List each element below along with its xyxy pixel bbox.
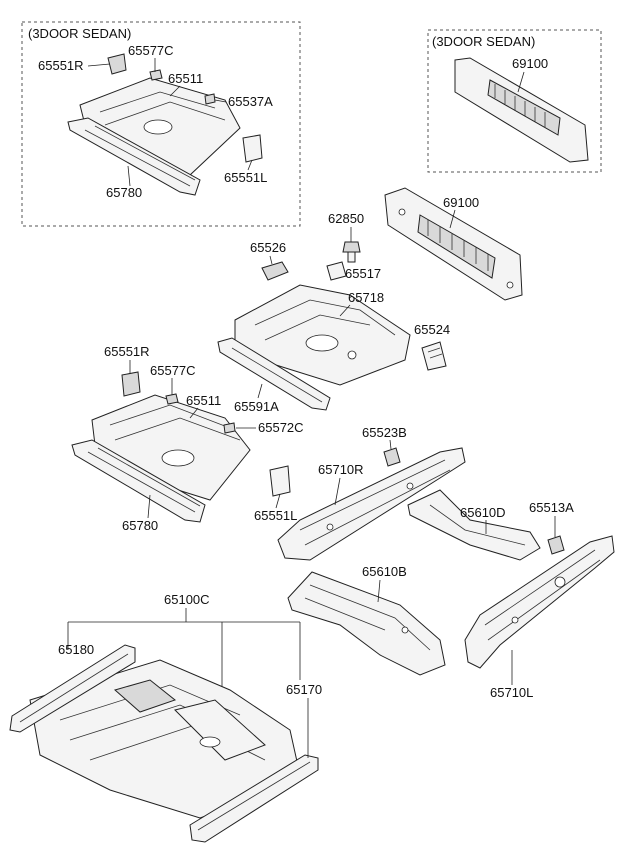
rear-floor-65718 bbox=[217, 284, 411, 411]
label-65511: 65511 bbox=[186, 393, 221, 408]
bracket-65517 bbox=[326, 261, 347, 281]
side-sill-65170 bbox=[189, 754, 319, 843]
side-sill-65180 bbox=[9, 644, 136, 733]
label-65577C: 65577C bbox=[150, 363, 196, 378]
sedan-3door-box-right-title: (3DOOR SEDAN) bbox=[432, 34, 535, 49]
label-62850: 62850 bbox=[328, 211, 364, 226]
sedan-3door-box-left bbox=[21, 21, 301, 227]
sedan-3door-box-left-title: (3DOOR SEDAN) bbox=[28, 26, 131, 41]
label-65610D: 65610D bbox=[460, 505, 506, 520]
rear-panel-69100 bbox=[384, 187, 523, 301]
front-floor-65100C bbox=[29, 659, 301, 819]
label-65513A: 65513A bbox=[529, 500, 574, 515]
label-65718: 65718 bbox=[348, 290, 384, 305]
rear-floor-65511 bbox=[71, 371, 291, 523]
label-65710R: 65710R bbox=[318, 462, 364, 477]
bracket-65526 bbox=[261, 261, 289, 281]
label-box-69100: 69100 bbox=[512, 56, 548, 71]
label-65526: 65526 bbox=[250, 240, 286, 255]
box-rear-panel-group bbox=[454, 57, 589, 163]
label-65517: 65517 bbox=[345, 266, 381, 281]
bracket-65523B bbox=[383, 447, 401, 467]
floor-panel-65610B bbox=[287, 571, 446, 676]
label-65170: 65170 bbox=[286, 682, 322, 697]
label-65780: 65780 bbox=[122, 518, 158, 533]
box-rear-floor-group bbox=[67, 53, 263, 196]
label-65551L: 65551L bbox=[254, 508, 297, 523]
label-box-65551R: 65551R bbox=[38, 58, 84, 73]
label-65710L: 65710L bbox=[490, 685, 533, 700]
side-member-65710L bbox=[464, 535, 615, 669]
label-65100C: 65100C bbox=[164, 592, 210, 607]
label-box-65537A: 65537A bbox=[228, 94, 273, 109]
bracket-65513A bbox=[547, 535, 565, 555]
label-65610B: 65610B bbox=[362, 564, 407, 579]
label-65572C: 65572C bbox=[258, 420, 304, 435]
label-box-65780: 65780 bbox=[106, 185, 142, 200]
sedan-3door-box-right bbox=[427, 29, 602, 173]
label-65591A: 65591A bbox=[234, 399, 279, 414]
label-65551R: 65551R bbox=[104, 344, 150, 359]
label-65180: 65180 bbox=[58, 642, 94, 657]
bracket-65524 bbox=[421, 341, 447, 371]
label-69100: 69100 bbox=[443, 195, 479, 210]
label-65523B: 65523B bbox=[362, 425, 407, 440]
crossmember-65610D bbox=[407, 489, 541, 561]
label-65524: 65524 bbox=[414, 322, 450, 337]
label-box-65551L: 65551L bbox=[224, 170, 267, 185]
label-box-65577C: 65577C bbox=[128, 43, 174, 58]
side-member-65710R bbox=[277, 447, 466, 561]
bolt-62850 bbox=[342, 241, 361, 263]
label-box-65511: 65511 bbox=[168, 71, 203, 86]
